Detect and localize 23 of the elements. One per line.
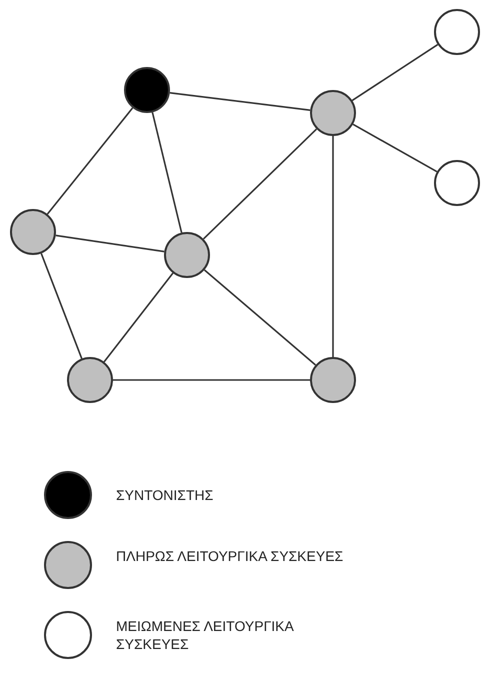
connector-line xyxy=(152,112,182,233)
network-node xyxy=(310,357,356,403)
connector-line xyxy=(40,253,82,359)
connector-line xyxy=(202,128,318,240)
connector-line xyxy=(170,92,310,111)
network-node xyxy=(67,357,113,403)
connector-line xyxy=(352,124,438,172)
legend-text: ΠΛΗΡΩΣ ΛΕΙΤΟΥΡΓΙΚΑ ΣΥΣΚΕΥΕΣ xyxy=(116,547,344,565)
connector-line xyxy=(103,272,174,362)
network-node xyxy=(310,90,356,136)
connector-line xyxy=(56,234,164,252)
network-node xyxy=(164,232,210,278)
network-node xyxy=(434,160,480,206)
legend-text: ΣΥΝΤΟΝΙΣΤΗΣ xyxy=(116,486,214,504)
network-node xyxy=(434,9,480,55)
connector-line xyxy=(332,136,334,357)
connector-line xyxy=(113,379,310,381)
connector-line xyxy=(204,269,316,366)
connector-line xyxy=(352,44,438,102)
network-node xyxy=(124,67,170,113)
connector-line xyxy=(46,107,134,215)
network-node xyxy=(10,209,56,255)
legend-text: ΜΕΙΩΜΕΝΕΣ ΛΕΙΤΟΥΡΓΙΚΑ ΣΥΣΚΕΥΕΣ xyxy=(116,617,295,653)
